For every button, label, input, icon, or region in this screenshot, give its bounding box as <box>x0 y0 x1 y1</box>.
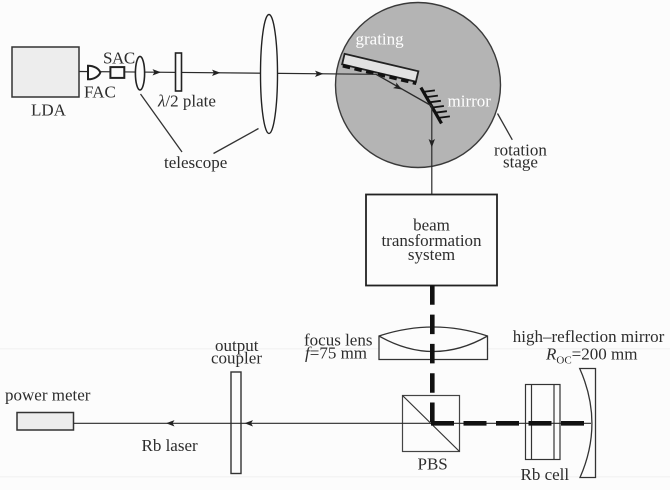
svg-text:high–reflection mirror: high–reflection mirror <box>513 327 665 346</box>
svg-text:power meter: power meter <box>5 386 91 405</box>
svg-text:SAC: SAC <box>103 49 135 68</box>
svg-text:FAC: FAC <box>84 83 116 102</box>
svg-text:output: output <box>215 336 259 355</box>
svg-text:Rb cell: Rb cell <box>521 465 570 484</box>
svg-text:transformation: transformation <box>381 231 482 250</box>
svg-text:beam: beam <box>413 216 450 235</box>
svg-text:stage: stage <box>503 153 538 172</box>
svg-text:rotation: rotation <box>494 140 547 159</box>
svg-text:f=75 mm: f=75 mm <box>305 344 367 363</box>
svg-text:mirror: mirror <box>448 92 492 111</box>
svg-text:focus lens: focus lens <box>304 330 372 349</box>
svg-text:telescope: telescope <box>164 153 227 172</box>
svg-text:PBS: PBS <box>418 455 448 474</box>
svg-text:coupler: coupler <box>211 349 262 368</box>
svg-text:LDA: LDA <box>31 101 67 120</box>
svg-text:Rb laser: Rb laser <box>142 436 199 455</box>
svg-text:ROC=200 mm: ROC=200 mm <box>545 345 637 367</box>
svg-text:system: system <box>408 245 455 264</box>
svg-text:grating: grating <box>356 30 405 49</box>
svg-text:λ/2 plate: λ/2 plate <box>157 92 216 111</box>
